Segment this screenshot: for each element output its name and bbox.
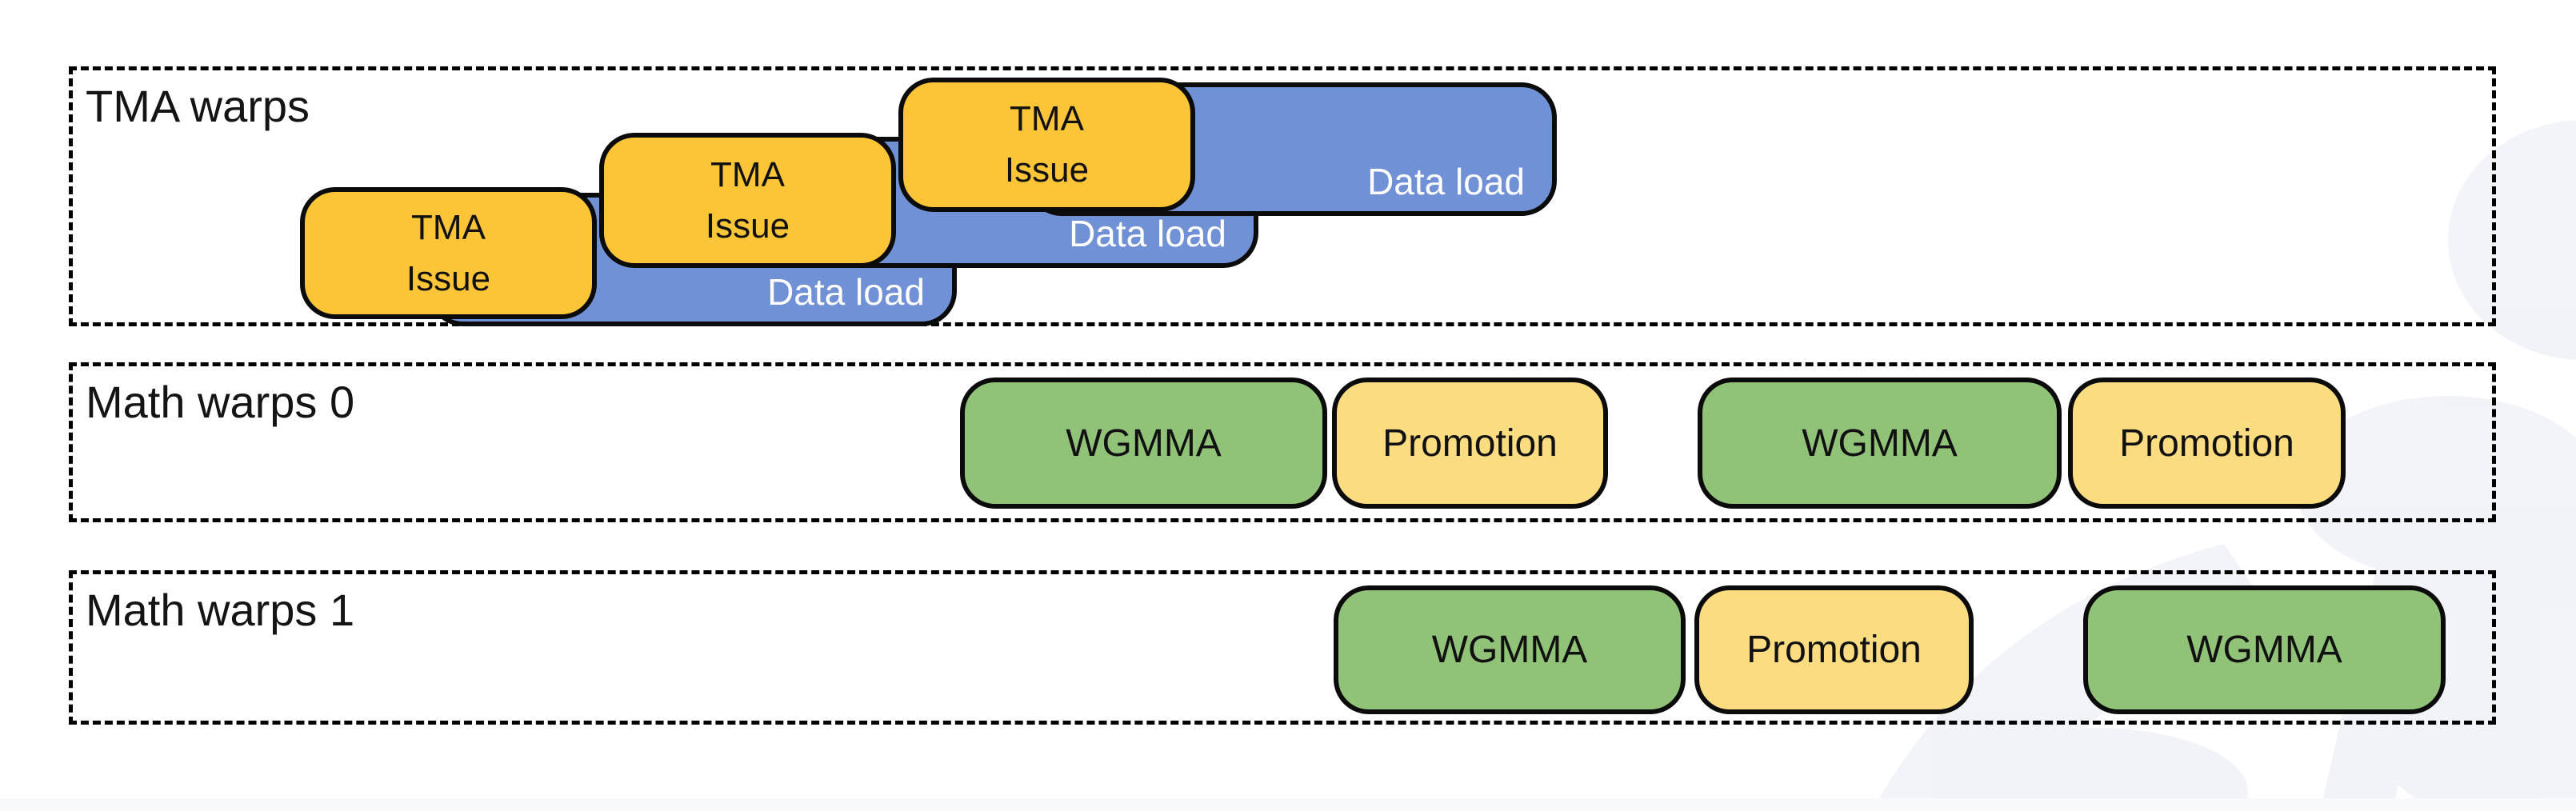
block-label: Promotion: [1382, 421, 1558, 465]
block-label-line: Issue: [705, 206, 790, 246]
lane-math-warps-1: Math warps 1 WGMMA Promotion WGMMA: [69, 570, 2496, 725]
tma-issue-block: TMA Issue: [898, 78, 1195, 212]
block-label-line: TMA: [1010, 99, 1084, 139]
block-label: Promotion: [2119, 421, 2294, 465]
block-label: WGMMA: [1066, 421, 1222, 465]
lane-math-warps-0: Math warps 0 WGMMA Promotion WGMMA Promotio…: [69, 362, 2496, 522]
block-label-line: Issue: [406, 258, 491, 298]
block-label-line: TMA: [411, 207, 486, 247]
tma-issue-block: TMA Issue: [300, 187, 597, 319]
promotion-block: Promotion: [1332, 378, 1608, 509]
wgmma-block: WGMMA: [960, 378, 1327, 509]
wgmma-block: WGMMA: [1698, 378, 2062, 509]
block-label-line: TMA: [710, 154, 785, 194]
lane-label-tma-warps: TMA warps: [86, 81, 310, 131]
block-label: WGMMA: [1802, 421, 1958, 465]
tma-issue-block: TMA Issue: [599, 133, 896, 268]
block-label: Data load: [767, 271, 925, 313]
block-label: Promotion: [1746, 629, 1922, 671]
wgmma-block: WGMMA: [2083, 585, 2446, 714]
lane-label-math-warps-1: Math warps 1: [86, 585, 355, 635]
block-label-line: Issue: [1004, 150, 1090, 190]
block-label: Data load: [1367, 161, 1525, 202]
promotion-block: Promotion: [2068, 378, 2346, 509]
wgmma-block: WGMMA: [1334, 585, 1686, 714]
block-label: WGMMA: [1431, 629, 1588, 671]
block-label: WGMMA: [2186, 629, 2342, 671]
block-label: Data load: [1069, 213, 1226, 254]
promotion-block: Promotion: [1694, 585, 1974, 714]
lane-label-math-warps-0: Math warps 0: [86, 377, 355, 427]
